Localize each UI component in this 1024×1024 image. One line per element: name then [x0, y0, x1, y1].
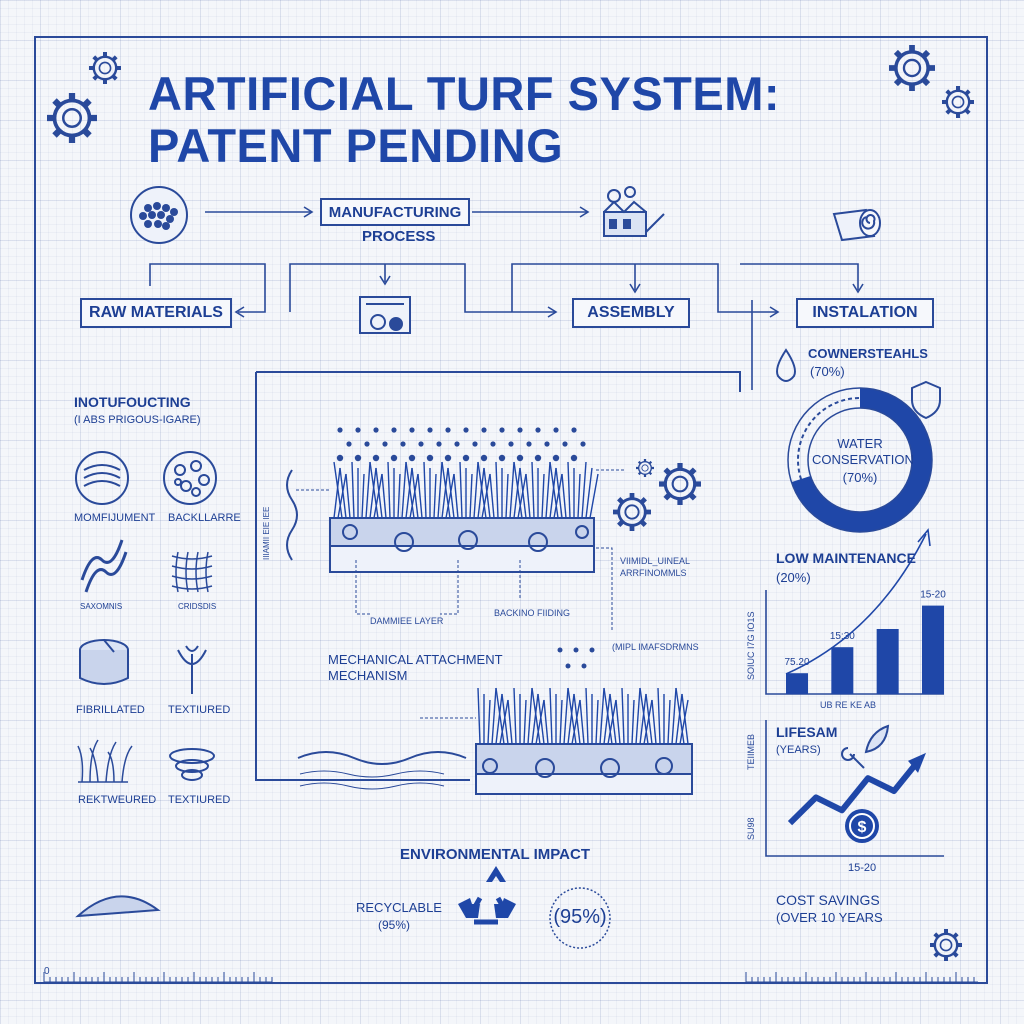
material-label: REKTWEURED [78, 794, 157, 806]
attachment-label-2: MECHANISM [328, 668, 408, 683]
assembly-label: ASSEMBLY [587, 304, 675, 321]
backing-label: BACKINO FIIDING [494, 608, 571, 618]
manufacturing-label: MANUFACTURING [328, 203, 462, 221]
recyclable-pct: (95%) [378, 918, 411, 932]
manufacturing-sub: PROCESS [362, 228, 436, 245]
lower-label: (MIPL IMAFSDRMNS [612, 642, 699, 652]
title-line-1: ARTIFICIAL TURF SYSTEM: [148, 67, 781, 120]
line-chart-xlabel: 15-20 [848, 862, 877, 874]
material-label: MOMFIJUMENT [74, 512, 156, 524]
donut-center-2: CONSERVATION [812, 452, 914, 467]
material-label: CRIDSDIS [178, 602, 217, 611]
bar-chart-xlabel: UB RE KE AB [820, 700, 877, 710]
page-title: ARTIFICIAL TURF SYSTEM: PATENT PENDING [148, 68, 780, 172]
environmental-heading: ENVIRONMENTAL IMPACT [400, 846, 590, 863]
cross-section-label-right2: ARRFINOMMLS [620, 568, 687, 578]
material-label: TEXTIURED [168, 704, 231, 716]
title-line-2: PATENT PENDING [148, 119, 564, 172]
bar-chart-ylabel: SOIUC I7G IO1S [746, 611, 756, 680]
material-label: BACKLLARRE [168, 512, 241, 524]
line-chart-title: LIFESAM [776, 724, 838, 740]
raw-materials-label: RAW MATERIALS [89, 304, 223, 321]
cost-title: COST SAVINGS [776, 892, 880, 908]
recyclable-badge: (95%) [553, 906, 607, 928]
cross-section-side-label: IIIAMII EIE IEE [262, 506, 271, 560]
left-panel-subheading: (I ABS PRIGOUS-IGARE) [74, 414, 201, 426]
line-chart-ylabel: TEIIMEB [746, 733, 756, 770]
layer-label: DAMMIEE LAYER [370, 616, 444, 626]
donut-center-3: (70%) [842, 470, 878, 485]
donut-title: COWNERSTEAHLS [808, 346, 928, 361]
assembly-box[interactable]: ASSEMBLY [572, 298, 690, 328]
bar-chart-subtitle: (20%) [776, 570, 811, 585]
ruler-zero: 0 [44, 966, 50, 977]
line-chart-subtitle: (YEARS) [776, 744, 821, 756]
recyclable-label: RECYCLABLE [356, 900, 442, 915]
donut-title-pct: (70%) [810, 364, 845, 379]
material-label: SAXOMNIS [80, 602, 123, 611]
cross-section-label-right: VIIMIDL_UINEAL [620, 556, 691, 566]
attachment-label: MECHANICAL ATTACHMENT [328, 652, 503, 667]
raw-materials-box[interactable]: RAW MATERIALS [80, 298, 232, 328]
blueprint-frame [34, 36, 988, 984]
installation-box[interactable]: INSTALATION [796, 298, 934, 328]
material-label: TEXTIURED [168, 794, 231, 806]
donut-center-1: WATER [837, 436, 883, 451]
line-chart-ylabel-2: SU98 [746, 817, 756, 840]
bar-chart-title: LOW MAINTENANCE [776, 550, 916, 566]
cost-sub: (OVER 10 YEARS [776, 910, 883, 925]
installation-label: INSTALATION [812, 304, 918, 321]
left-panel-heading: INOTUFOUCTING [74, 394, 191, 410]
manufacturing-box[interactable]: MANUFACTURING [320, 198, 470, 226]
material-label: FIBRILLATED [76, 704, 145, 716]
